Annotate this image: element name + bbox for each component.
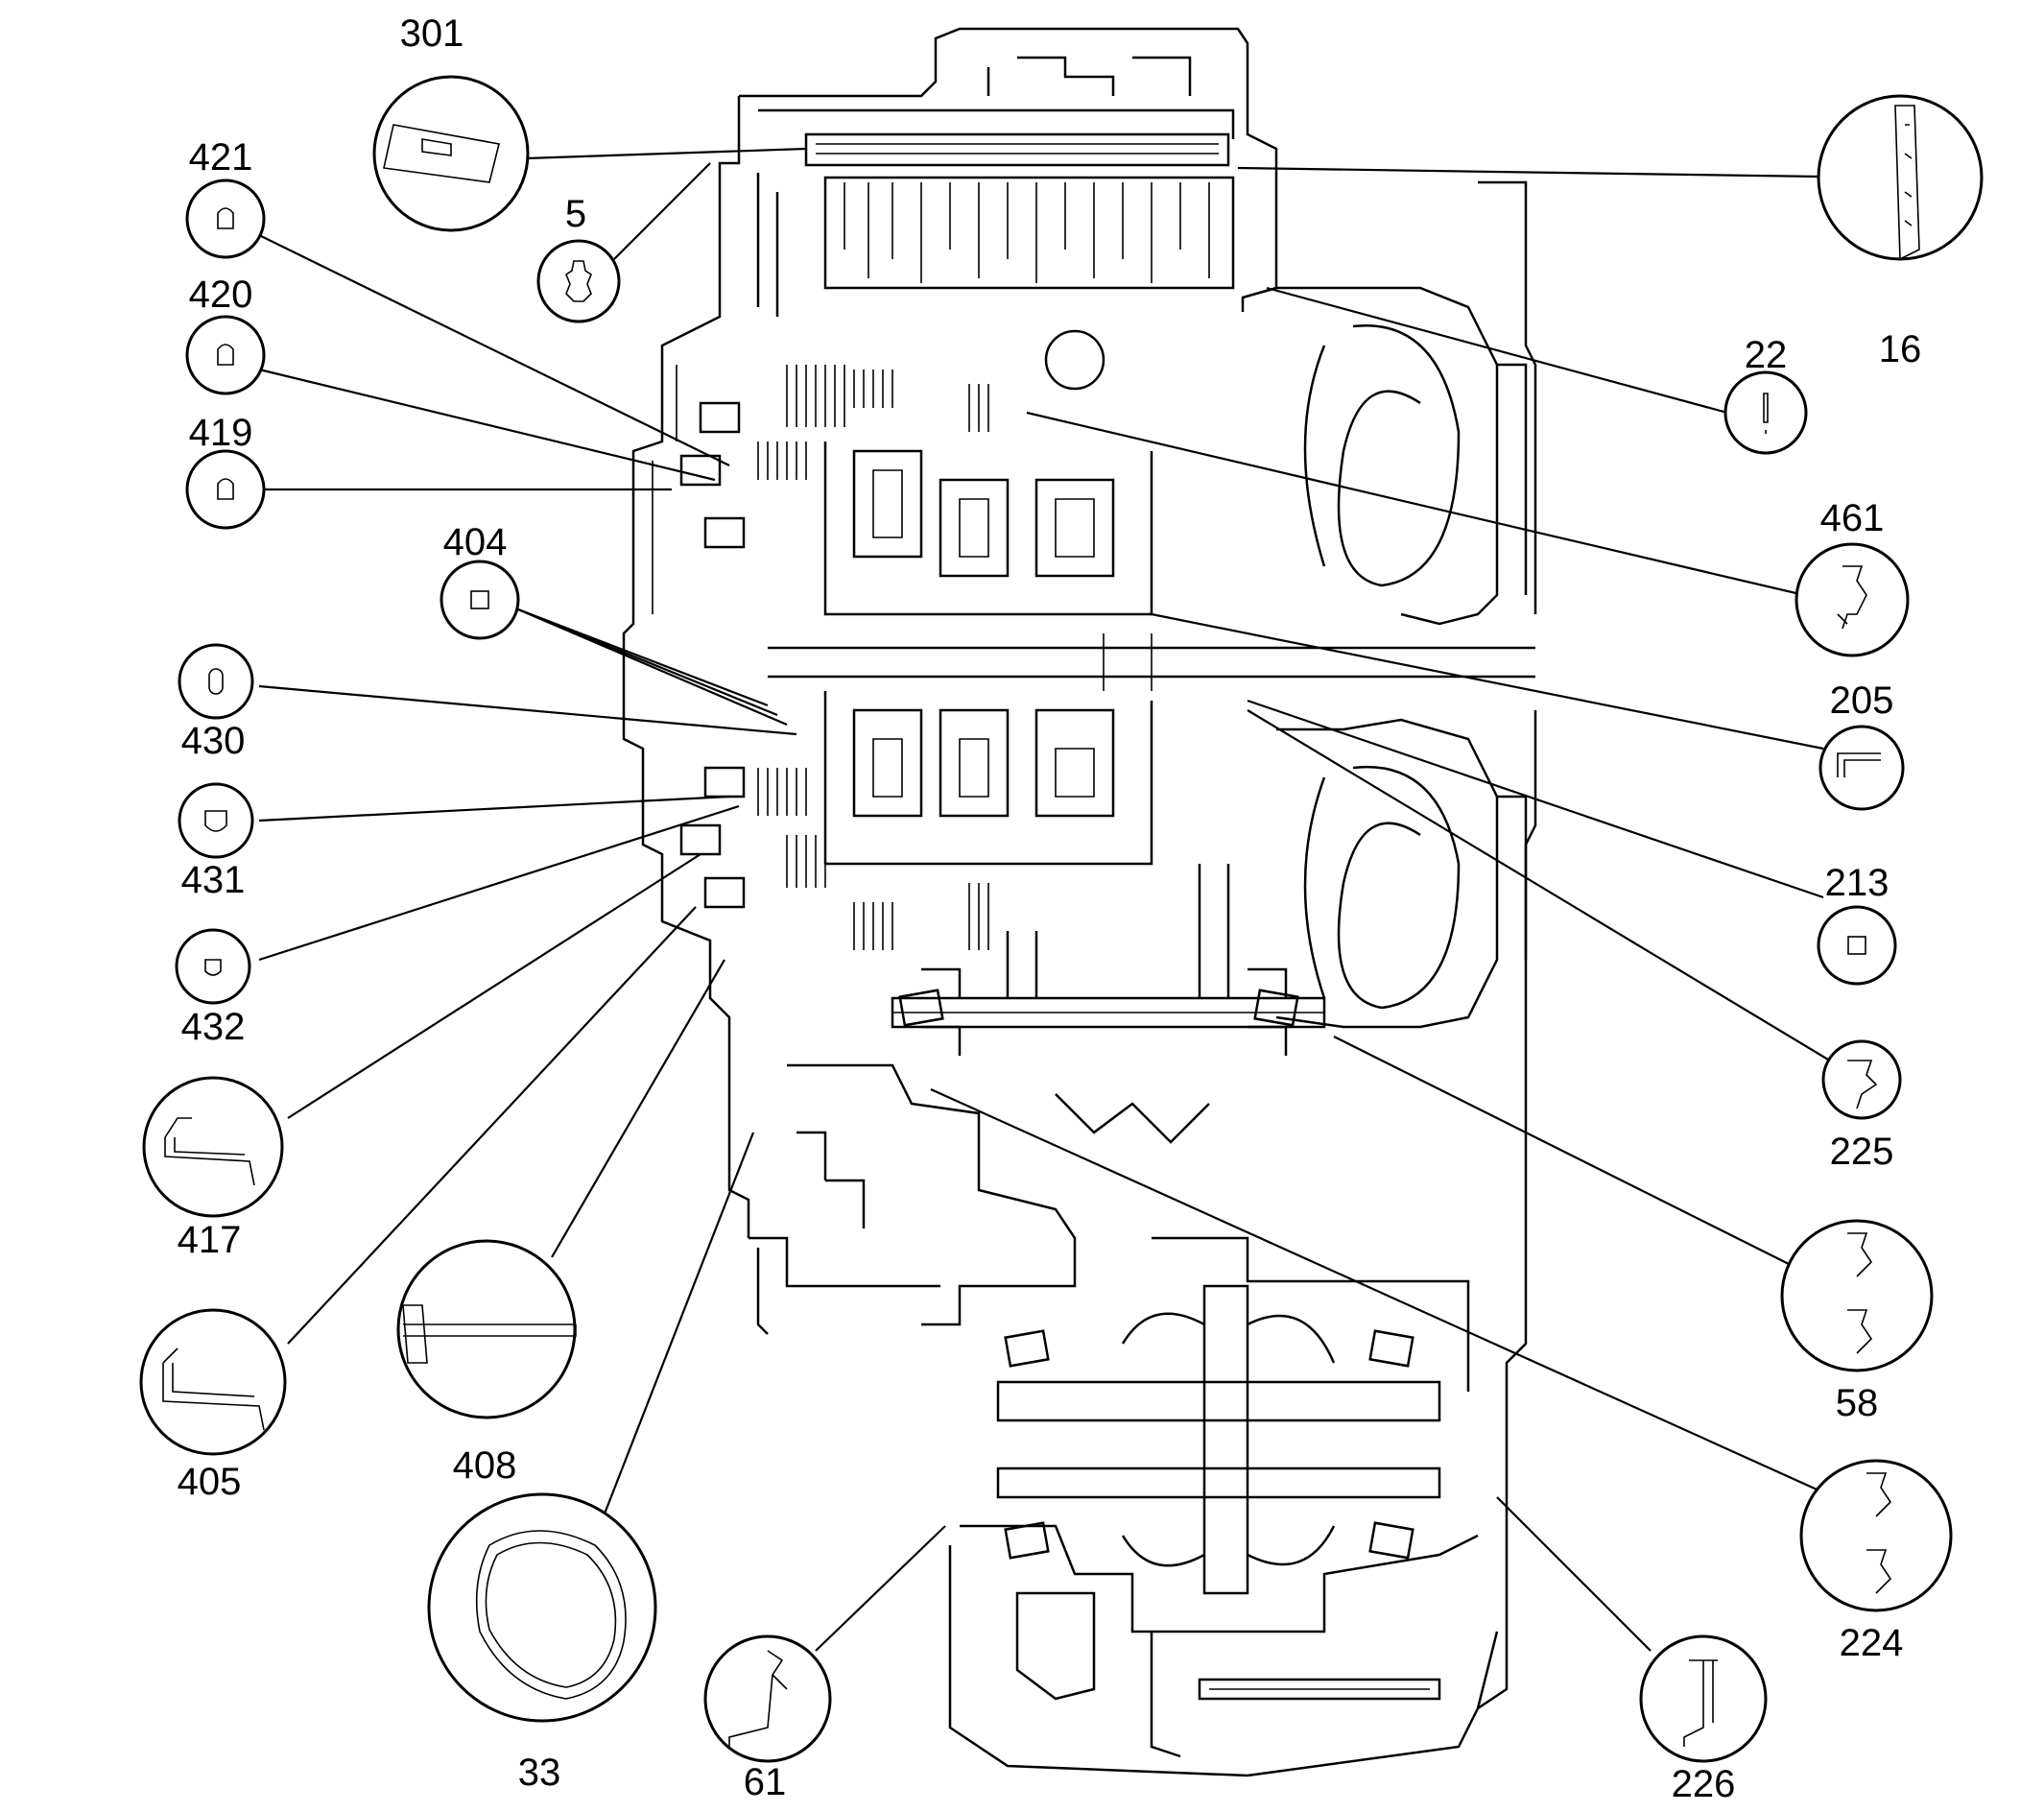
callout-22: 22: [1723, 334, 1808, 455]
callout-420: 420: [185, 274, 266, 395]
svg-text:33: 33: [518, 1752, 561, 1794]
svg-text:226: 226: [1672, 1763, 1736, 1805]
callout-405: 405: [139, 1308, 287, 1503]
callout-461: 461: [1794, 497, 1910, 657]
callout-33: 33: [427, 1492, 657, 1794]
svg-text:61: 61: [744, 1761, 787, 1803]
svg-text:420: 420: [189, 274, 253, 316]
callout-430: 430: [178, 643, 254, 762]
svg-text:5: 5: [565, 193, 586, 235]
callout-224: 224: [1799, 1459, 1953, 1664]
callout-58: 58: [1780, 1219, 1934, 1424]
transmission-cross-section: [622, 27, 1537, 1777]
callout-205: 205: [1818, 680, 1905, 811]
svg-text:58: 58: [1836, 1382, 1879, 1424]
svg-text:213: 213: [1825, 862, 1890, 904]
callout-16: 16: [1817, 94, 1984, 370]
callout-213: 213: [1817, 862, 1897, 986]
callout-404: 404: [440, 521, 520, 640]
svg-text:431: 431: [181, 859, 246, 901]
svg-text:16: 16: [1879, 328, 1922, 370]
svg-text:421: 421: [189, 136, 253, 179]
callout-431: 431: [178, 782, 254, 901]
torque-converter: [1275, 286, 1528, 1029]
callout-61: 61: [703, 1634, 832, 1803]
svg-text:205: 205: [1830, 680, 1894, 722]
callout-408: 408: [396, 1239, 577, 1487]
callout-417: 417: [142, 1076, 284, 1261]
svg-text:461: 461: [1820, 497, 1885, 539]
svg-text:404: 404: [443, 521, 508, 563]
callout-226: 226: [1639, 1634, 1768, 1805]
leader-lines: [258, 147, 1887, 1652]
svg-text:225: 225: [1830, 1131, 1894, 1173]
callout-432: 432: [175, 928, 251, 1048]
svg-text:408: 408: [453, 1444, 517, 1487]
callout-225: 225: [1821, 1039, 1902, 1173]
svg-text:419: 419: [189, 412, 253, 454]
svg-text:430: 430: [181, 720, 246, 762]
callout-421: 421: [185, 136, 266, 259]
callout-301: 301: [372, 12, 530, 232]
svg-text:224: 224: [1840, 1622, 1904, 1664]
callout-5: 5: [536, 193, 621, 323]
lower-clutch-pack: [679, 766, 989, 950]
svg-text:432: 432: [181, 1006, 246, 1048]
upper-clutch-pack: [679, 365, 989, 549]
svg-text:22: 22: [1745, 334, 1788, 376]
svg-text:417: 417: [178, 1219, 242, 1261]
svg-text:405: 405: [178, 1461, 242, 1503]
callout-419: 419: [185, 412, 266, 530]
svg-text:301: 301: [400, 12, 464, 55]
